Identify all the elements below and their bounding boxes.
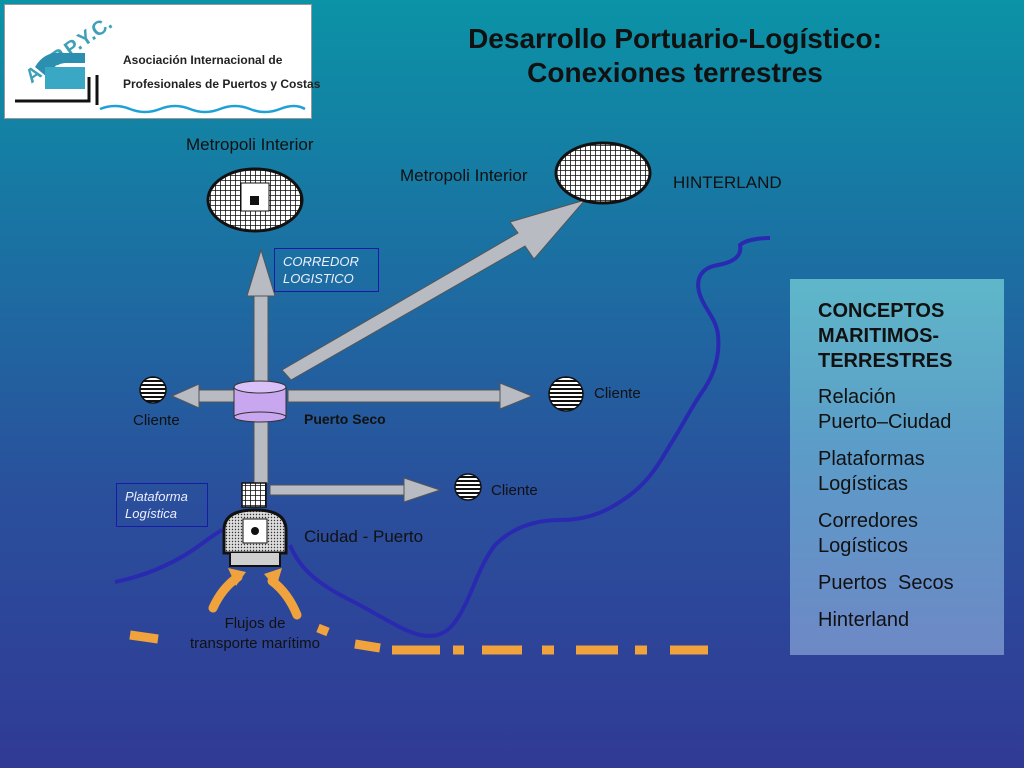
sea-route	[129, 623, 708, 655]
logo-line-1: Asociación Internacional de	[123, 53, 283, 67]
puerto-seco-node	[233, 380, 287, 423]
cliente-right-node	[548, 376, 584, 412]
logo-line-2: Profesionales de Puertos y Costas	[123, 77, 321, 91]
label-ciudad-puerto: Ciudad - Puerto	[304, 527, 424, 546]
label-puerto-seco: Puerto Seco	[304, 411, 386, 427]
logo: A.I.P.P.Y.C. Asociación Internacional de…	[4, 4, 320, 119]
concept-item: Plataformas Logísticas	[818, 448, 925, 495]
arrow-to-cliente-right	[287, 382, 534, 410]
label-cliente-left: Cliente	[133, 412, 180, 429]
ciudad-puerto-node	[222, 508, 288, 567]
label-cliente-lower: Cliente	[491, 482, 538, 499]
arrow-to-cliente-lower	[269, 477, 442, 503]
concept-item: Corredores Logísticos	[818, 510, 919, 557]
title-line-1: Desarrollo Portuario-Logístico:	[468, 23, 882, 54]
plataforma-node	[241, 482, 267, 508]
arrow-to-metropoli-left	[246, 248, 276, 484]
label-cliente-right: Cliente	[594, 385, 641, 402]
concepts-heading: CONCEPTOS MARITIMOS- TERRESTRES	[818, 300, 953, 372]
metropoli-right-node	[554, 141, 652, 205]
label-metropoli-left: Metropoli Interior	[186, 135, 314, 154]
label-metropoli-right: Metropoli Interior	[400, 166, 528, 185]
logo-emblem: A.I.P.P.Y.C.	[15, 12, 306, 114]
metropoli-left-node	[206, 167, 304, 233]
maritime-flow-arrows	[208, 572, 302, 620]
concept-item: Hinterland	[818, 609, 910, 631]
label-corredor-logistico: CORREDOR LOGISTICO	[274, 248, 379, 292]
concepts-panel: CONCEPTOS MARITIMOS- TERRESTRES Relación…	[790, 279, 1004, 655]
coastline	[114, 236, 771, 638]
concept-item: Puertos Secos	[818, 572, 954, 594]
label-flujos-maritimos: Flujos de transporte marítimo	[189, 615, 321, 652]
label-hinterland: HINTERLAND	[673, 173, 782, 192]
concept-item: Relación Puerto–Ciudad	[818, 386, 952, 433]
title-line-2: Conexiones terrestres	[527, 57, 823, 88]
cliente-left-node	[139, 376, 167, 404]
page-title: Desarrollo Portuario-Logístico: Conexion…	[330, 22, 1020, 90]
label-plataforma-logistica: Plataforma Logística	[116, 483, 208, 527]
cliente-lower-node	[454, 473, 482, 501]
arrow-to-metropoli-right	[281, 199, 587, 381]
